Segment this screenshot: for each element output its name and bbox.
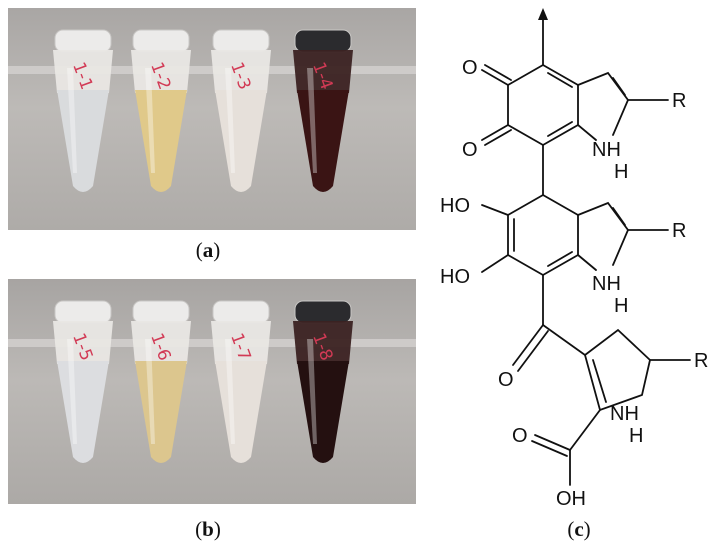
tube: 1-3 bbox=[211, 29, 271, 192]
tube: 1-1 bbox=[53, 29, 113, 192]
atom-ho1: HO bbox=[440, 195, 470, 217]
atom-ho2: HO bbox=[440, 266, 470, 288]
tubes-photo-a: 1-1 1-2 1-3 1-4 bbox=[8, 8, 416, 230]
tube: 1-8 bbox=[293, 300, 353, 463]
atom-h2: H bbox=[614, 295, 628, 317]
atom-o4: O bbox=[512, 425, 528, 447]
atom-nh3: NH bbox=[610, 403, 639, 425]
tube: 1-5 bbox=[53, 300, 113, 463]
tube: 1-2 bbox=[131, 29, 191, 192]
tubes-photo-b: 1-5 1-6 1-7 1-8 bbox=[8, 279, 416, 504]
photo-panel-b: 1-5 1-6 1-7 1-8 bbox=[8, 279, 416, 504]
atom-nh2: NH bbox=[592, 273, 621, 295]
tube: 1-6 bbox=[131, 300, 191, 463]
caption-a: (a) bbox=[195, 238, 221, 262]
tube: 1-7 bbox=[211, 300, 271, 463]
atom-oh: OH bbox=[556, 488, 586, 510]
atom-h1: H bbox=[614, 161, 628, 183]
atom-nh1: NH bbox=[592, 139, 621, 161]
structure-drawing: O O NH H R HO HO NH H R O NH H R O OH bbox=[440, 8, 708, 510]
chemical-structure: O O NH H R HO HO NH H R O NH H R O OH bbox=[420, 0, 726, 515]
tube: 1-4 bbox=[293, 29, 353, 192]
atom-r3: R bbox=[694, 350, 708, 372]
atom-o3: O bbox=[498, 369, 514, 391]
atom-o2: O bbox=[462, 139, 478, 161]
atom-r1: R bbox=[672, 90, 686, 112]
atom-h3: H bbox=[629, 425, 643, 447]
photo-panel-a: 1-1 1-2 1-3 1-4 bbox=[8, 8, 416, 230]
bonds bbox=[481, 14, 691, 486]
caption-b: (b) bbox=[195, 517, 221, 541]
caption-c: (c) bbox=[567, 517, 591, 541]
atom-o1: O bbox=[462, 57, 478, 79]
arrow-head bbox=[538, 8, 548, 20]
atom-r2: R bbox=[672, 220, 686, 242]
